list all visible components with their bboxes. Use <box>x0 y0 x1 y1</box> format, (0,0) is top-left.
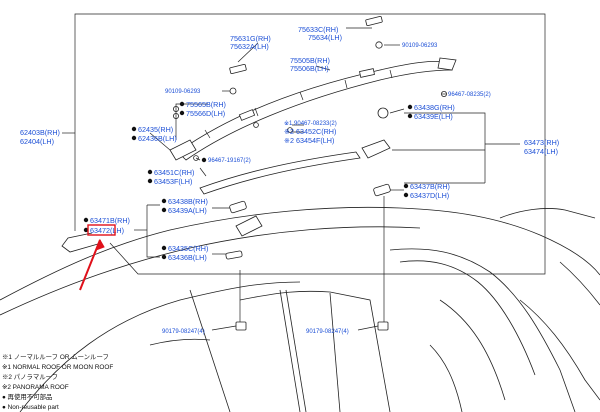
label-62436b: 62436B(LH) <box>138 134 177 143</box>
label-75632a: 75632A(LH) <box>230 42 269 51</box>
legend-note-6: ● Non-reusable part <box>2 404 59 411</box>
label-63438b: 63438B(RH) <box>168 197 208 206</box>
label-96467-19167: 96467-19167(2) <box>208 158 251 164</box>
callout-labels: 75633C(RH) 75634(LH) 75631G(RH) 75632A(L… <box>20 25 559 335</box>
legend-notes: ※1 ノーマルルーフ OR ムーンルーフ ※1 NORMAL ROOF OR M… <box>2 353 113 411</box>
highlight-box <box>87 224 116 236</box>
highlight-63472 <box>79 224 116 291</box>
non-reusable-dot <box>83 227 89 233</box>
label-75506b: 75506B(LH) <box>290 64 329 73</box>
label-63451c: 63451C(RH) <box>154 168 194 177</box>
label-63438g: 63438G(RH) <box>414 103 455 112</box>
non-reusable-dot <box>179 101 185 107</box>
legend-note-3: ※2 パノラマルーフ <box>2 373 58 381</box>
label-90109-top: 90109-06293 <box>402 43 438 49</box>
non-reusable-dot <box>131 126 137 132</box>
legend-note-2: ※1 NORMAL ROOF OR MOON ROOF <box>2 364 113 371</box>
non-reusable-dot <box>179 110 185 116</box>
label-63436b: 63436B(LH) <box>168 253 207 262</box>
small-parts <box>172 15 447 331</box>
non-reusable-dot <box>403 192 409 198</box>
label-63435c: 63435C(RH) <box>168 244 208 253</box>
non-reusable-dot <box>147 169 153 175</box>
label-75631g: 75631G(RH) <box>230 34 271 43</box>
label-63473: 63473(RH) <box>524 138 559 147</box>
legend-note-4: ※2 PANORAMA ROOF <box>2 384 69 391</box>
label-63453f: 63453F(LH) <box>154 177 192 186</box>
label-63439e: 63439E(LH) <box>414 112 453 121</box>
non-reusable-dot <box>161 207 167 213</box>
label-75633c: 75633C(RH) <box>298 25 338 34</box>
label-90467-08233: ※1 90467-08233(2) <box>284 120 337 127</box>
label-63452c: ※2 63452C(RH) <box>284 127 336 136</box>
non-reusable-dot <box>131 135 137 141</box>
label-75566d: 75566D(LH) <box>186 109 225 118</box>
label-96467-08235: 96467-08235(2) <box>448 92 491 98</box>
leader-lines <box>134 27 520 331</box>
car-body-outline <box>0 206 600 412</box>
roof-rail-part <box>169 57 457 161</box>
label-90109-left: 90109-06293 <box>165 89 201 95</box>
label-62404: 62404(LH) <box>20 137 54 146</box>
label-90179-left: 90179-08247(4) <box>162 329 205 335</box>
label-63439a: 63439A(LH) <box>168 206 207 215</box>
label-62403b: 62403B(RH) <box>20 128 60 137</box>
non-reusable-dot <box>161 245 167 251</box>
label-63437d: 63437D(LH) <box>410 191 449 200</box>
label-90179-right: 90179-08247(4) <box>306 329 349 335</box>
diagram-frame <box>62 13 546 275</box>
label-63454f: ※2 63454F(LH) <box>284 136 334 145</box>
label-63472: 63472(LH) <box>90 226 124 235</box>
non-reusable-dot <box>407 113 413 119</box>
non-reusable-dot <box>161 254 167 260</box>
non-reusable-dot <box>403 183 409 189</box>
label-75634: 75634(LH) <box>308 33 342 42</box>
label-63437b: 63437B(RH) <box>410 182 450 191</box>
label-75565b: 75565B(RH) <box>186 100 226 109</box>
label-75505b: 75505B(RH) <box>290 56 330 65</box>
label-63471b: 63471B(RH) <box>90 216 130 225</box>
label-62435: 62435(RH) <box>138 125 173 134</box>
non-reusable-dot <box>147 178 153 184</box>
non-reusable-dot <box>161 198 167 204</box>
legend-note-1: ※1 ノーマルルーフ OR ムーンルーフ <box>2 353 109 361</box>
non-reusable-dot <box>201 157 207 163</box>
label-63474: 63474(LH) <box>524 147 558 156</box>
non-reusable-dot <box>407 104 413 110</box>
legend-note-5: ● 再使用不可部品 <box>2 392 52 401</box>
arrow-head-icon <box>95 238 105 251</box>
non-reusable-dot <box>83 217 89 223</box>
